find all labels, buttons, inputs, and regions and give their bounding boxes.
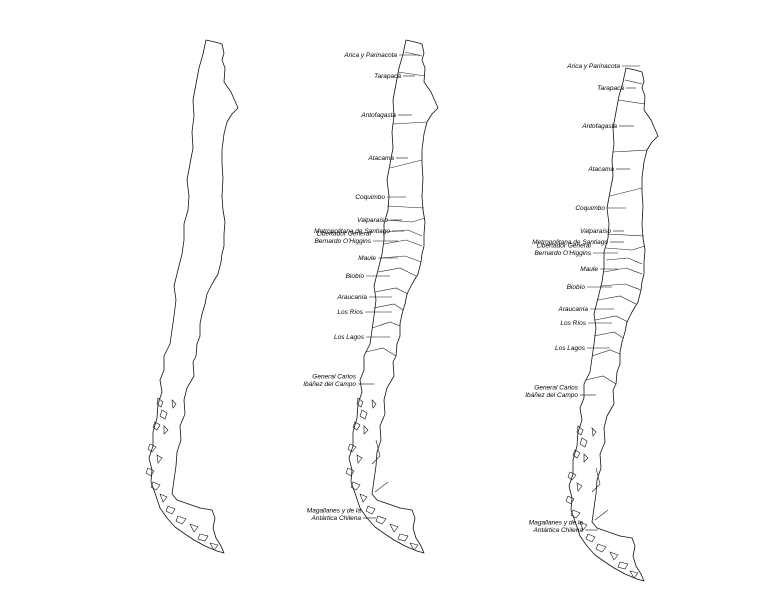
region-label-biobio-p3: Biobío: [567, 284, 586, 291]
region-label-loslagos-p2: Los Lagos: [334, 334, 365, 341]
map-outline-only: [145, 39, 239, 554]
region-label-aysen-p3: Ibáñez del Campo: [525, 392, 578, 399]
region-label-tarapaca-p2: Tarapacá: [374, 73, 401, 80]
region-label-metropolitana-p3: Metropolitana de Santiago: [532, 239, 608, 246]
region-label-biobio-p2: Biobío: [346, 273, 365, 280]
region-label-arica-p2: Arica y Parinacota: [343, 52, 397, 59]
region-label-magallanes-p3: Antártica Chilena: [533, 527, 584, 534]
region-label-ohiggins-p2: Libertador General: [317, 231, 372, 238]
region-labels-panel-3: Arica y ParinacotaTarapacáAntofagastaAta…: [525, 63, 640, 534]
region-labels-panel-2: Arica y ParinacotaTarapacáAntofagastaAta…: [303, 52, 420, 522]
region-label-metropolitana-p2: Metropolitana de Santiago: [314, 228, 390, 235]
region-label-loslagos-p3: Los Lagos: [555, 345, 586, 352]
region-label-araucania-p2: Araucanía: [336, 294, 367, 301]
region-label-valparaiso-p2: Valparaíso: [357, 217, 388, 224]
region-label-magallanes-p2: Antártica Chilena: [311, 515, 362, 522]
region-label-ohiggins-p2: Bernardo O'Higgins: [314, 238, 371, 245]
region-label-losrios-p2: Los Ríos: [337, 309, 363, 316]
region-label-coquimbo-p3: Coquimbo: [575, 205, 605, 212]
region-label-coquimbo-p2: Coquimbo: [355, 194, 385, 201]
region-label-losrios-p3: Los Ríos: [560, 320, 586, 327]
region-label-ohiggins-p3: Bernardo O'Higgins: [534, 250, 591, 257]
region-label-maule-p2: Maule: [358, 255, 376, 262]
region-label-aysen-p3: General Carlos: [534, 385, 578, 392]
region-label-aysen-p2: General Carlos: [312, 374, 356, 381]
region-label-antofagasta-p3: Antofagasta: [581, 123, 617, 130]
region-label-arica-p3: Arica y Parinacota: [566, 63, 620, 70]
region-label-aysen-p2: Ibáñez del Campo: [303, 381, 356, 388]
region-label-magallanes-p3: Magallanes y de la: [529, 520, 584, 527]
region-label-maule-p3: Maule: [580, 266, 598, 273]
region-label-atacama-p2: Atacama: [367, 155, 394, 162]
region-label-atacama-p3: Atacama: [587, 166, 614, 173]
region-label-valparaiso-p3: Valparaíso: [580, 228, 611, 235]
region-label-magallanes-p2: Magallanes y de la: [307, 508, 362, 515]
region-label-antofagasta-p2: Antofagasta: [360, 112, 396, 119]
region-label-ohiggins-p3: Libertador General: [537, 243, 592, 250]
region-label-araucania-p3: Araucanía: [557, 306, 588, 313]
region-label-tarapaca-p3: Tarapacá: [597, 85, 624, 92]
